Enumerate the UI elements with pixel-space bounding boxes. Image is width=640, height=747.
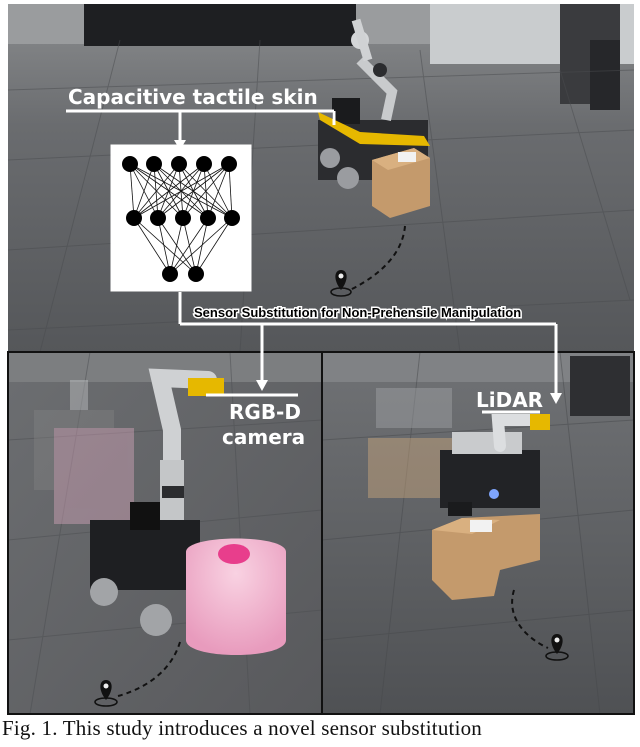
bottom-right-panel <box>321 351 635 715</box>
neural-network-diagram <box>110 144 252 292</box>
box-right <box>432 514 540 600</box>
arrow-down-icon <box>174 140 186 150</box>
ghost-robot <box>34 380 134 524</box>
location-pin-icon <box>330 270 352 297</box>
camera-label-line1: RGB-D <box>229 400 301 424</box>
connector-lines <box>66 109 558 414</box>
location-pin-icon-right <box>545 634 569 661</box>
box-top <box>372 148 430 218</box>
arrow-down-icon <box>256 380 268 391</box>
location-pin-icon-left <box>94 680 118 707</box>
lidar-label: LiDAR <box>476 388 543 412</box>
robot-right <box>440 414 550 516</box>
tactile-skin-label: Capacitive tactile skin <box>68 85 318 109</box>
arrow-down-icon <box>550 393 562 404</box>
figure-caption: Fig. 1. This study introduces a novel se… <box>2 716 483 740</box>
substitution-label: Sensor Substitution for Non-Prehensile M… <box>194 305 521 320</box>
bottom-left-panel <box>7 351 323 715</box>
top-panel <box>7 4 635 353</box>
camera-label-line2: camera <box>222 425 305 449</box>
arrowheads <box>174 140 562 404</box>
robot-left <box>90 368 286 655</box>
